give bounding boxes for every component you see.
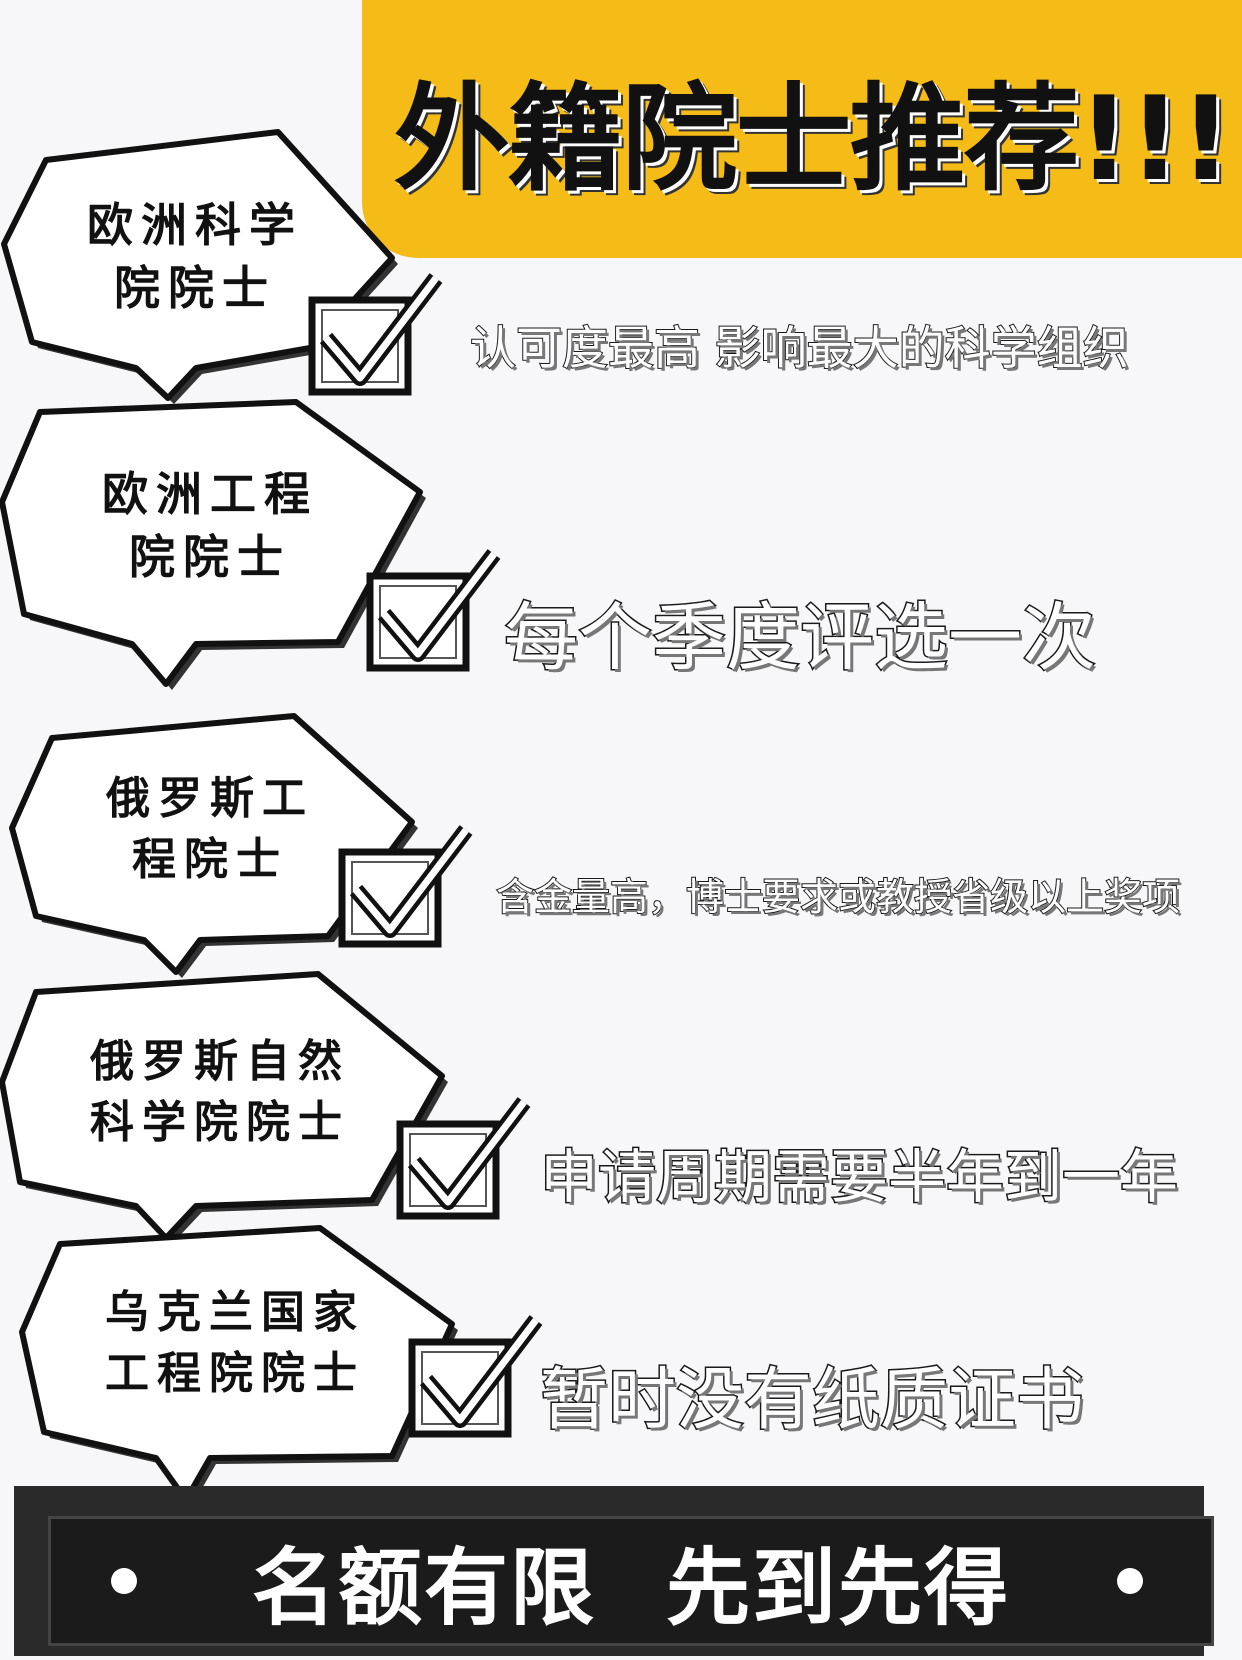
speech-bubble-3: 俄罗斯工 程院士 bbox=[9, 710, 418, 978]
checkbox-check-icon bbox=[396, 1092, 536, 1222]
speech-bubble-shape bbox=[1, 129, 398, 404]
speech-bubble-shape bbox=[19, 1225, 458, 1506]
bubble-line: 俄罗斯工 bbox=[106, 773, 314, 825]
bubble-line: 工程院院士 bbox=[105, 1348, 365, 1399]
item-description: 暂时没有纸质证书 bbox=[538, 1360, 1085, 1442]
speech-bubble-shape bbox=[0, 971, 448, 1244]
speech-bubble-shape bbox=[0, 399, 426, 690]
bubble-text-5: 乌克兰国家 工程院院士 bbox=[20, 1222, 450, 1480]
item-description: 含金量高，博士要求或教授省级以上奖项 bbox=[495, 874, 1181, 920]
speech-bubble-4: 俄罗斯自然 科学院院士 bbox=[0, 970, 448, 1244]
bubble-text-4: 俄罗斯自然 科学院院士 bbox=[0, 970, 440, 1230]
bubble-line: 俄罗斯自然 bbox=[90, 1036, 350, 1088]
speech-bubble-1: 欧洲科学 院院士 bbox=[0, 128, 398, 404]
bullet-dot-icon bbox=[111, 1568, 137, 1594]
checkbox-check-icon bbox=[338, 820, 478, 950]
item-description: 认可度最高 影响最大的科学组织 bbox=[469, 320, 1130, 376]
page-title: 外籍院士推荐!!! bbox=[393, 72, 1233, 207]
item-description: 申请周期需要半年到一年 bbox=[538, 1142, 1179, 1213]
bubble-line: 乌克兰国家 bbox=[105, 1287, 365, 1339]
checkbox-check-icon bbox=[308, 268, 448, 398]
speech-bubble-shape bbox=[9, 713, 418, 978]
bubble-line: 欧洲工程 bbox=[102, 466, 318, 521]
footer-slogan: 名额有限先到先得 bbox=[252, 1521, 1010, 1642]
checkbox-check-icon bbox=[408, 1310, 548, 1440]
bubble-line: 院院士 bbox=[114, 261, 276, 315]
bubble-line: 科学院院士 bbox=[90, 1097, 350, 1148]
footer-left-text: 名额有限 bbox=[251, 1538, 596, 1637]
item-description: 每个季度评选一次 bbox=[503, 594, 1098, 683]
bubble-line: 欧洲科学 bbox=[87, 197, 303, 252]
bubble-text-1: 欧洲科学 院院士 bbox=[0, 128, 390, 406]
checkbox-check-icon bbox=[366, 544, 506, 674]
footer-banner: 名额有限先到先得 bbox=[14, 1486, 1214, 1656]
bubble-text-2: 欧洲工程 院院士 bbox=[0, 392, 420, 670]
bubble-line: 程院士 bbox=[132, 834, 288, 885]
bubble-text-3: 俄罗斯工 程院士 bbox=[10, 710, 410, 964]
bullet-dot-icon bbox=[1117, 1568, 1143, 1594]
speech-bubble-5: 乌克兰国家 工程院院士 bbox=[19, 1222, 458, 1506]
footer-inner: 名额有限先到先得 bbox=[48, 1516, 1214, 1646]
speech-bubble-2: 欧洲工程 院院士 bbox=[0, 392, 426, 690]
footer-right-text: 先到先得 bbox=[666, 1538, 1011, 1637]
title-banner: 外籍院士推荐!!! bbox=[362, 0, 1242, 258]
bubble-line: 院院士 bbox=[129, 530, 291, 584]
